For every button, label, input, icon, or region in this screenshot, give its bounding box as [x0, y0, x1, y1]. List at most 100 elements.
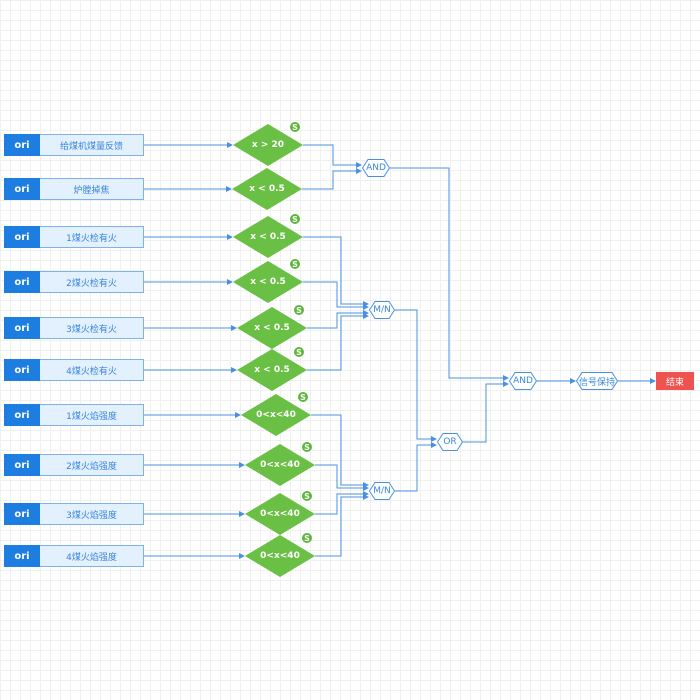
script-badge-icon: S: [289, 213, 301, 225]
end-node[interactable]: 结束: [656, 372, 694, 390]
condition-to-and-line: [303, 144, 362, 168]
condition-to-mn-line: [315, 464, 369, 491]
gate-or1[interactable]: OR: [437, 433, 463, 451]
condition-diamond: [233, 216, 303, 258]
gate-mn2[interactable]: M/N: [369, 482, 395, 500]
condition-node[interactable]: x < 0.5: [233, 216, 303, 258]
source-tag: ori: [4, 226, 40, 248]
condition-node[interactable]: x < 0.5: [233, 261, 303, 303]
condition-label: 0<x<40: [260, 460, 300, 470]
condition-label: x < 0.5: [250, 277, 286, 287]
gate-mn1[interactable]: M/N: [369, 301, 395, 319]
or-to-and-line: [463, 381, 509, 443]
source-tag: ori: [4, 271, 40, 293]
condition-diamond: [241, 394, 311, 436]
source-label: 1煤火焰强度: [40, 404, 144, 426]
gate-label: 信号保持: [578, 377, 615, 388]
source-label: 4煤火检有火: [40, 359, 144, 381]
condition-node[interactable]: 0<x<40: [245, 493, 315, 535]
condition-label: x < 0.5: [249, 184, 285, 194]
gate-label: OR: [443, 437, 457, 447]
condition-diamond: [232, 168, 302, 210]
condition-node[interactable]: 0<x<40: [245, 535, 315, 577]
condition-diamond: [245, 444, 315, 486]
condition-to-and-line: [302, 168, 362, 190]
gate-and2[interactable]: AND: [509, 372, 537, 390]
condition-diamond: [237, 349, 307, 391]
gate-label: M/N: [373, 305, 391, 315]
script-badge-icon: S: [301, 490, 313, 502]
condition-label: x > 20: [251, 140, 285, 150]
condition-diamond: [233, 124, 303, 166]
condition-diamond: [233, 261, 303, 303]
script-badge-icon: S: [301, 532, 313, 544]
script-badge-icon: S: [301, 441, 313, 453]
gate-hexagon: [576, 372, 618, 390]
condition-diamond: [245, 535, 315, 577]
gate-hold[interactable]: 信号保持: [576, 372, 618, 390]
condition-node[interactable]: x > 20: [233, 124, 303, 166]
gate-hexagon: [437, 433, 463, 451]
source-label: 4煤火焰强度: [40, 545, 144, 567]
gate-hexagon: [369, 301, 395, 319]
gate-label: AND: [513, 376, 533, 386]
condition-label: 0<x<40: [260, 509, 300, 519]
source-label: 3煤火焰强度: [40, 503, 144, 525]
condition-node[interactable]: 0<x<40: [241, 394, 311, 436]
gate-hexagon: [362, 159, 390, 177]
source-label: 3煤火检有火: [40, 317, 144, 339]
source-label: 给煤机煤量反馈: [40, 134, 144, 156]
script-badge-icon: S: [293, 346, 305, 358]
condition-to-mn-line: [303, 236, 369, 307]
gate-and1[interactable]: AND: [362, 159, 390, 177]
source-label: 2煤火检有火: [40, 271, 144, 293]
condition-node[interactable]: x < 0.5: [232, 168, 302, 210]
condition-to-mn-line: [307, 313, 369, 371]
source-tag: ori: [4, 178, 40, 200]
condition-to-mn-line: [303, 281, 369, 310]
condition-label: x < 0.5: [250, 232, 286, 242]
condition-to-mn-line: [311, 414, 369, 488]
condition-node[interactable]: x < 0.5: [237, 307, 307, 349]
script-badge-icon: S: [289, 258, 301, 270]
source-tag: ori: [4, 359, 40, 381]
source-tag: ori: [4, 134, 40, 156]
gate-label: M/N: [373, 486, 391, 496]
gate-hexagon: [369, 482, 395, 500]
condition-to-mn-line: [315, 494, 369, 557]
condition-diamond: [245, 493, 315, 535]
condition-to-mn-line: [307, 310, 369, 329]
script-badge-icon: S: [293, 304, 305, 316]
mn-to-or-line: [395, 309, 437, 442]
source-label: 2煤火焰强度: [40, 454, 144, 476]
source-label: 炉膛掉焦: [40, 178, 144, 200]
script-badge-icon: S: [289, 121, 301, 133]
gate-hexagon: [509, 372, 537, 390]
and-to-and-line: [390, 167, 509, 381]
source-tag: ori: [4, 503, 40, 525]
condition-node[interactable]: x < 0.5: [237, 349, 307, 391]
condition-diamond: [237, 307, 307, 349]
mn-to-or-line: [395, 442, 437, 492]
source-tag: ori: [4, 404, 40, 426]
condition-label: 0<x<40: [260, 551, 300, 561]
script-badge-icon: S: [297, 391, 309, 403]
condition-label: x < 0.5: [254, 365, 290, 375]
condition-label: x < 0.5: [254, 323, 290, 333]
source-label: 1煤火检有火: [40, 226, 144, 248]
condition-label: 0<x<40: [256, 410, 296, 420]
condition-node[interactable]: 0<x<40: [245, 444, 315, 486]
source-tag: ori: [4, 317, 40, 339]
